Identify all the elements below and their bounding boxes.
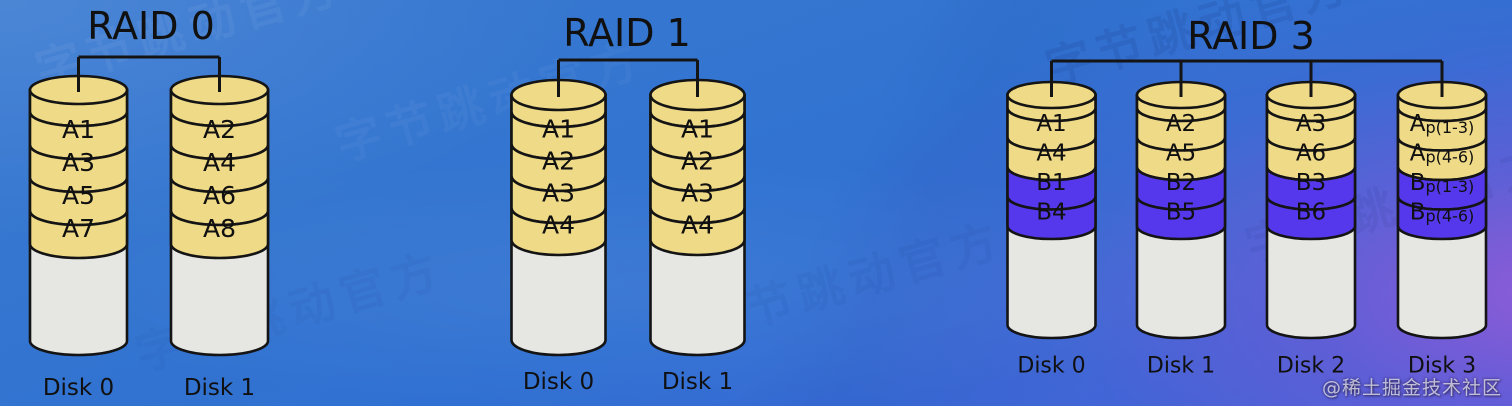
disk-label: Disk 0	[43, 375, 114, 401]
segment-label: A3	[1296, 111, 1326, 137]
segment-label: A3	[681, 179, 714, 208]
segment-label: A6	[203, 181, 236, 210]
disk-label: Disk 1	[184, 375, 255, 401]
segment-label: B5	[1166, 199, 1196, 225]
segment-label: A5	[1166, 140, 1196, 166]
segment-label: A3	[542, 179, 575, 208]
segment-label: B6	[1296, 199, 1326, 225]
disk-segment	[1135, 196, 1227, 241]
community-watermark: @稀土掘金技术社区	[1321, 377, 1502, 399]
segment-label: A7	[62, 214, 95, 243]
raid-title: RAID 0	[87, 4, 215, 48]
segment-label: A4	[542, 211, 575, 240]
disk-segment	[169, 210, 270, 260]
raid-title: RAID 1	[563, 11, 691, 55]
segment-label: A2	[203, 115, 236, 144]
disk-segment	[1006, 196, 1097, 241]
segment-label: A4	[681, 211, 714, 240]
disk-segment	[28, 210, 129, 260]
raid-title: RAID 3	[1187, 14, 1315, 58]
segment-label: Ap(4-6)	[1410, 140, 1475, 166]
disk-segment	[649, 207, 746, 257]
segment-label: A5	[62, 181, 95, 210]
disk-segment	[1396, 196, 1488, 241]
disk-label: Disk 0	[523, 369, 594, 395]
segment-label: B1	[1036, 170, 1066, 196]
disk-cylinder: Ap(1-3)Ap(4-6)Bp(1-3)Bp(4-6)Disk 3	[1396, 61, 1488, 379]
disk-segment	[510, 207, 607, 257]
segment-label: A8	[203, 214, 236, 243]
segment-label: A1	[1036, 111, 1066, 137]
disk-segment	[1265, 196, 1357, 241]
segment-label: A3	[62, 148, 95, 177]
disk-label: Disk 1	[1147, 354, 1215, 379]
segment-label: A6	[1296, 140, 1326, 166]
segment-label: A1	[542, 115, 575, 144]
segment-label: A4	[1036, 140, 1066, 166]
segment-label: A1	[62, 115, 95, 144]
segment-label: A4	[203, 148, 236, 177]
disk-label: Disk 2	[1277, 354, 1345, 379]
segment-label: Ap(1-3)	[1410, 111, 1475, 137]
segment-label: A2	[681, 147, 714, 176]
segment-label: A2	[1166, 111, 1196, 137]
segment-label: A2	[542, 147, 575, 176]
segment-label: B3	[1296, 170, 1326, 196]
disk-label: Disk 0	[1017, 354, 1085, 379]
disk-label: Disk 1	[662, 369, 733, 395]
segment-label: B4	[1036, 199, 1066, 225]
disk-label: Disk 3	[1408, 354, 1476, 379]
segment-label: A1	[681, 115, 714, 144]
segment-label: B2	[1166, 170, 1196, 196]
